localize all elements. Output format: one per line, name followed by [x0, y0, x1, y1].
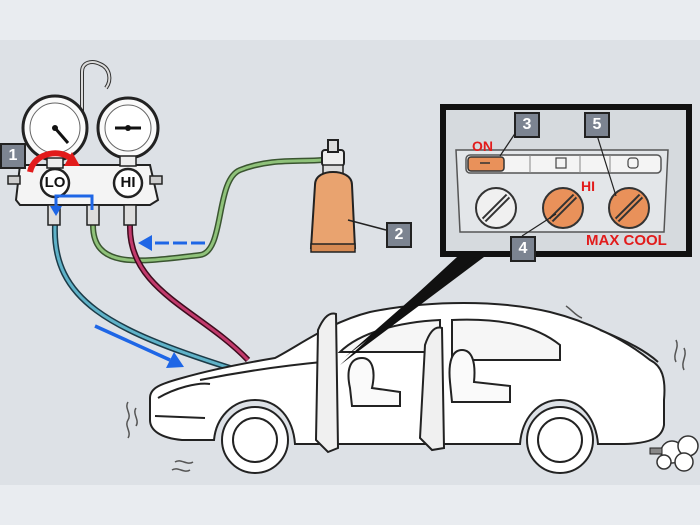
callout-1: 1: [0, 143, 26, 169]
callout-5: 5: [584, 112, 610, 138]
manifold-gauge-icon: [7, 60, 163, 226]
knob-icon: [475, 187, 517, 229]
vibration-marks: [126, 305, 686, 472]
open-valve-arrow: [27, 150, 75, 173]
control-panel-callout: [340, 104, 692, 365]
callout-3: 3: [514, 112, 540, 138]
car-icon: [149, 302, 666, 474]
lo-gauge-label: LO: [44, 174, 66, 191]
on-label: ON: [472, 138, 493, 154]
exhaust-smoke-icon: [656, 435, 699, 472]
callout-2: 2: [386, 222, 412, 248]
flow-arrow-charge: [138, 235, 205, 251]
leader-line-2: [347, 219, 387, 231]
fan-knob: [542, 187, 584, 229]
ac-on-button: [467, 156, 505, 172]
max-cool-label: MAX COOL: [586, 232, 667, 249]
exhaust-pipe: [649, 447, 663, 455]
temp-knob: [608, 187, 650, 229]
hi-label: HI: [581, 178, 595, 194]
callout-4: 4: [510, 236, 536, 262]
flow-arrow-low-side: [94, 324, 184, 368]
flow-arrow-manifold: [54, 194, 94, 212]
refrigerant-can-icon: [309, 139, 357, 253]
hi-gauge-label: HI: [120, 174, 136, 191]
